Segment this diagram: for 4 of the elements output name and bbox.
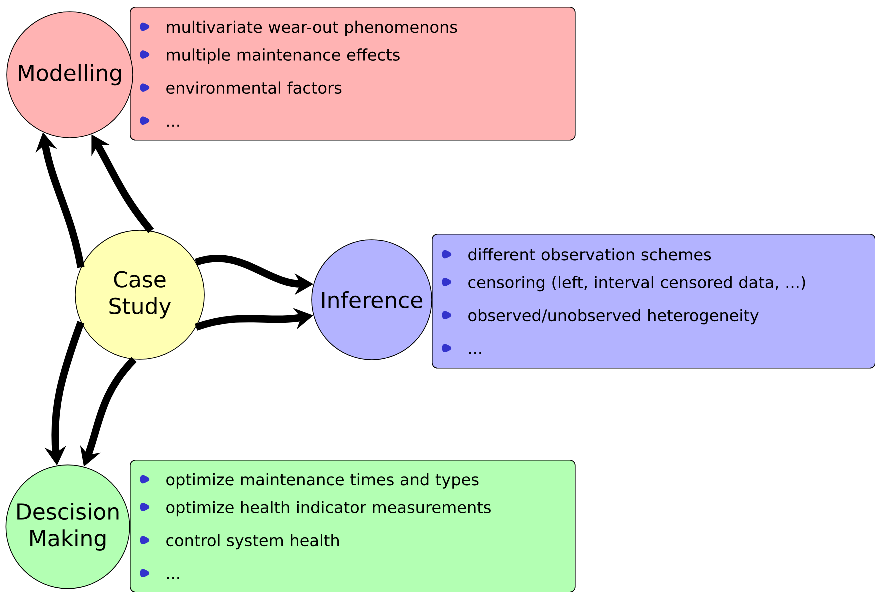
circle-node: Modelling [6,12,134,138]
circle-node: Case Study [75,230,205,360]
circle-node: Inference [312,240,432,360]
circle-node: Descision Making [6,464,130,590]
